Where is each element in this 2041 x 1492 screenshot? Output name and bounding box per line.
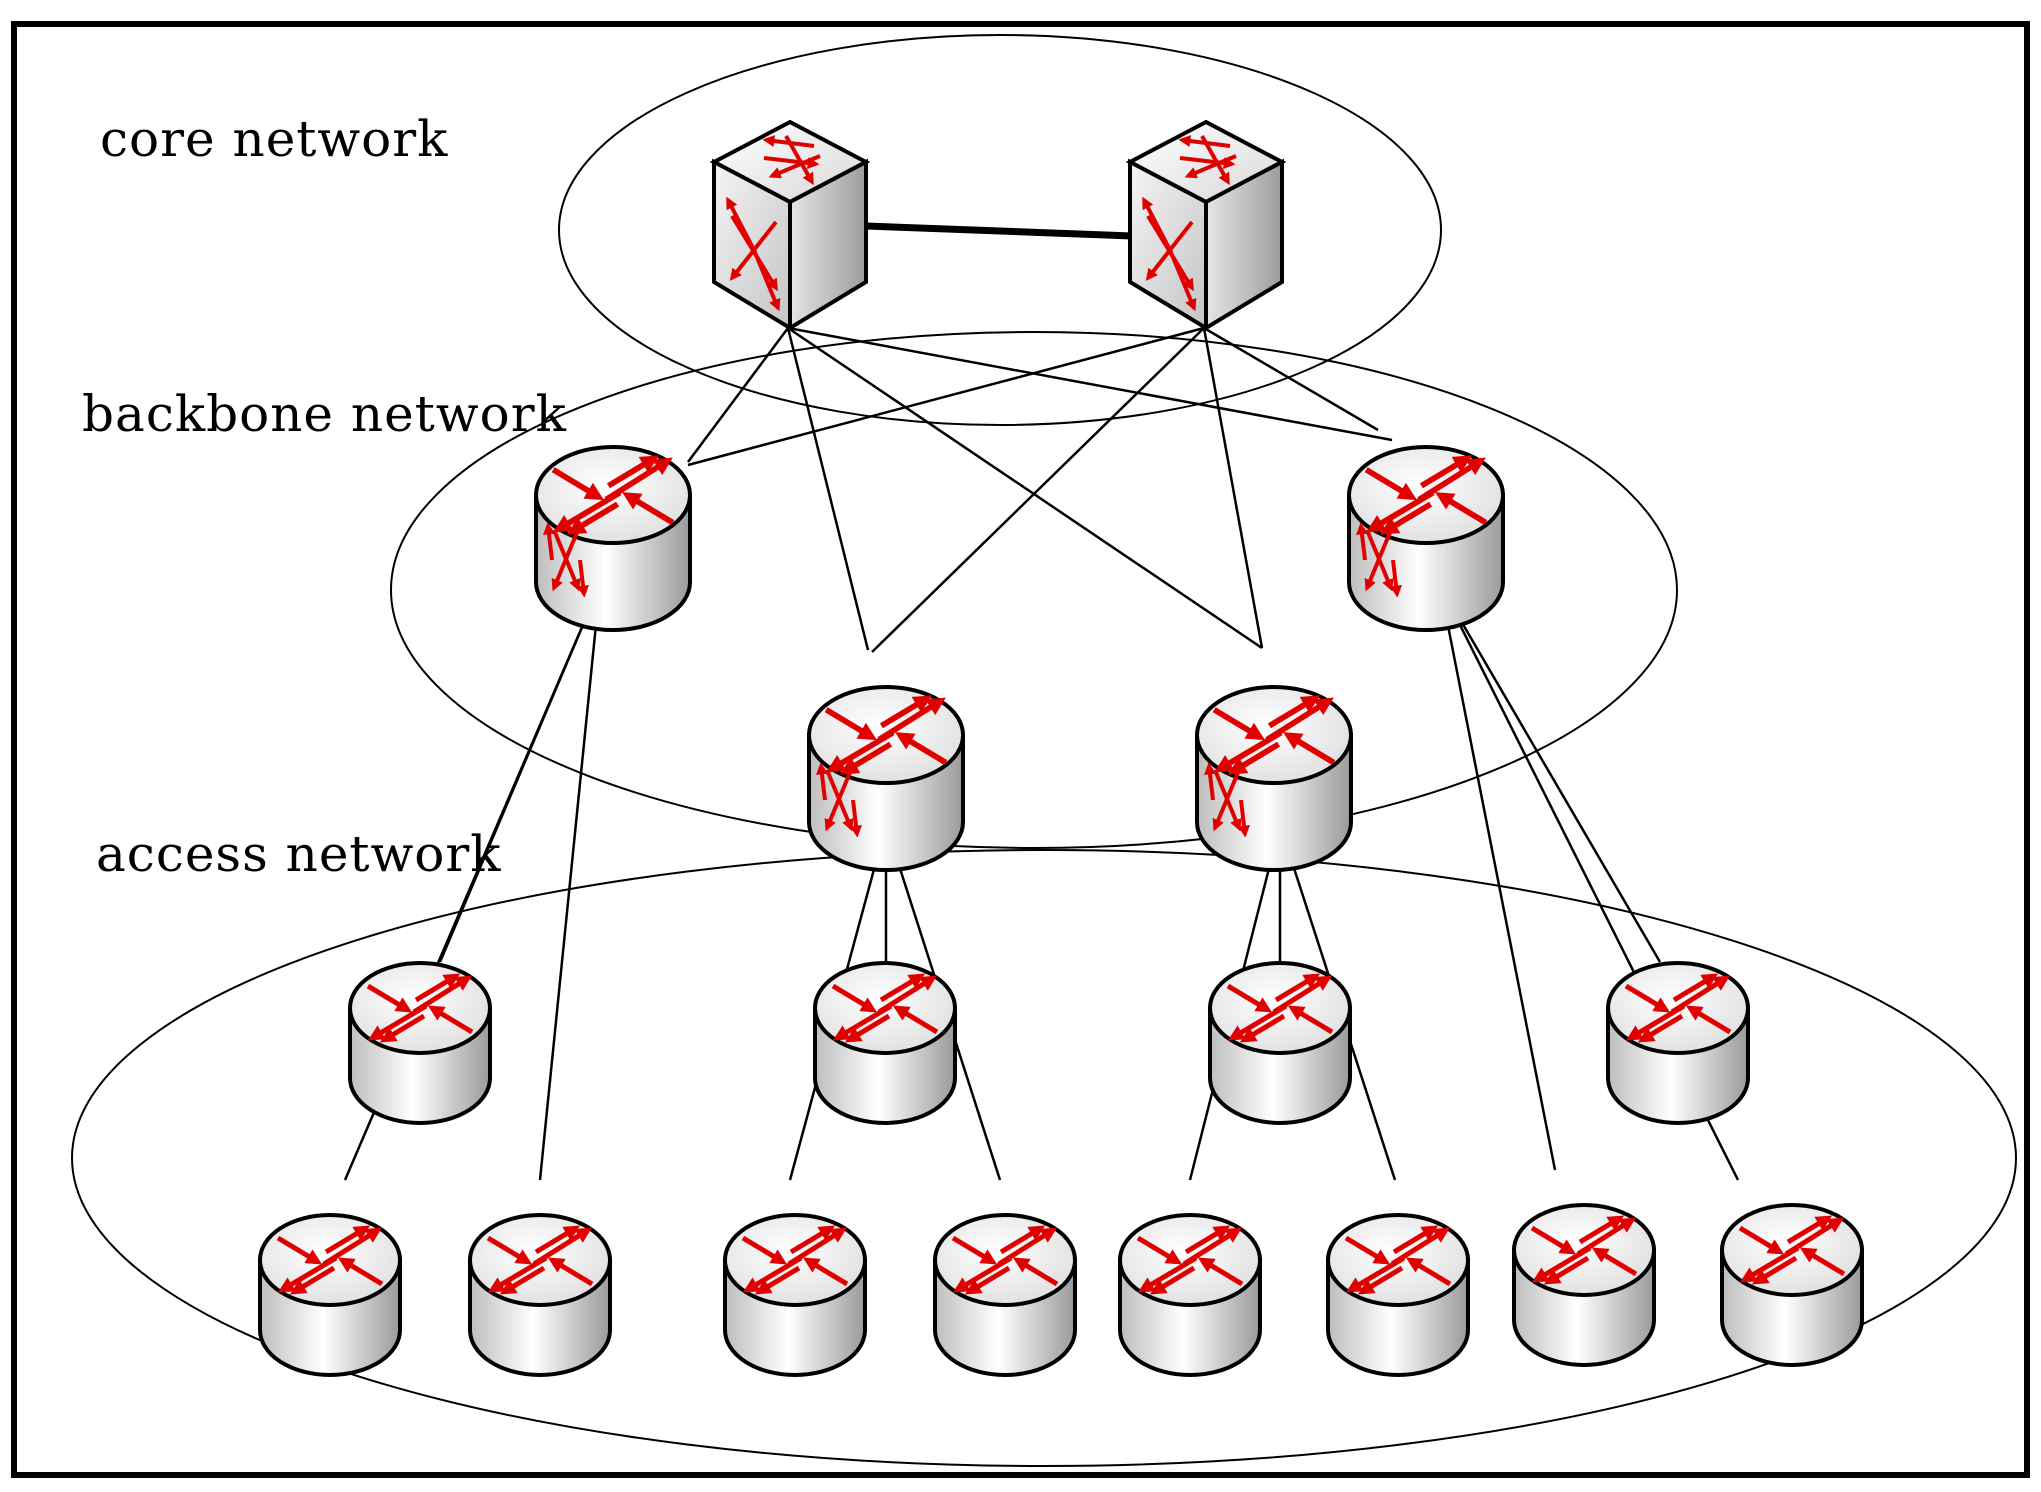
core-network-zone bbox=[558, 34, 1442, 426]
link-c1-b4 bbox=[787, 326, 1393, 442]
router-icon bbox=[723, 1213, 867, 1377]
router-icon bbox=[813, 961, 957, 1125]
switch-router-icon bbox=[1195, 685, 1353, 872]
router-icon bbox=[258, 1213, 402, 1377]
backbone-network-label: backbone network bbox=[82, 385, 567, 443]
link-c2-b2 bbox=[871, 327, 1205, 653]
link-c1-c2 bbox=[865, 222, 1133, 240]
core-network-label: core network bbox=[100, 110, 449, 168]
diagram-frame bbox=[11, 21, 2030, 1478]
access-network-zone bbox=[71, 849, 2017, 1467]
link-b4-e7 bbox=[1438, 584, 1557, 1171]
link-c1-b1 bbox=[686, 327, 790, 463]
links-layer bbox=[343, 222, 1740, 1181]
link-c1-b2 bbox=[786, 327, 870, 651]
access-network-label: access network bbox=[96, 825, 502, 883]
link-c2-b1 bbox=[687, 326, 1205, 467]
router-icon bbox=[933, 1213, 1077, 1377]
router-icon bbox=[468, 1213, 612, 1377]
router-icon bbox=[1512, 1203, 1656, 1367]
router-icon bbox=[348, 961, 492, 1125]
link-b1-e2 bbox=[538, 584, 602, 1181]
router-icon bbox=[1326, 1213, 1470, 1377]
router-icon bbox=[1606, 961, 1750, 1125]
nodes-layer bbox=[258, 119, 1864, 1377]
router-icon bbox=[1208, 961, 1352, 1125]
router-icon bbox=[1118, 1213, 1262, 1377]
router-icon bbox=[1720, 1203, 1864, 1367]
link-c2-b3 bbox=[1202, 327, 1264, 649]
layer3-switch-icon bbox=[1125, 119, 1287, 332]
backbone-network-zone bbox=[390, 331, 1678, 849]
layer3-switch-icon bbox=[709, 119, 871, 332]
network-zone-ellipses bbox=[71, 34, 2017, 1467]
switch-router-icon bbox=[1347, 445, 1505, 632]
link-c2-b4 bbox=[1203, 326, 1379, 432]
switch-router-icon bbox=[534, 445, 692, 632]
switch-router-icon bbox=[807, 685, 965, 872]
link-b4-a4 bbox=[1438, 584, 1662, 963]
link-c1-b3 bbox=[787, 326, 1263, 650]
